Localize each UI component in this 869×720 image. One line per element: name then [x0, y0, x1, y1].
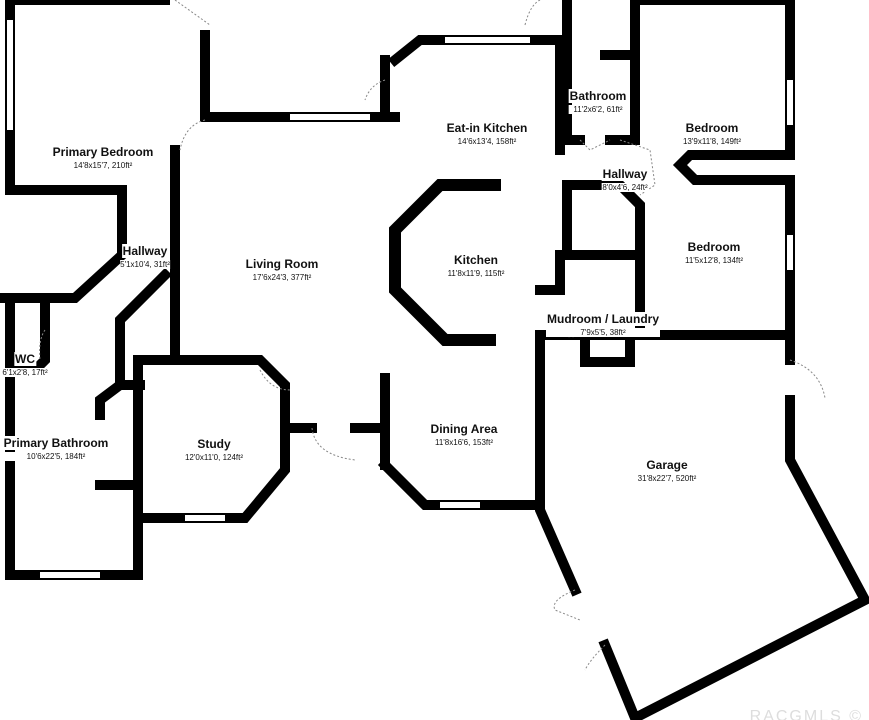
room-name: Hallway — [121, 244, 169, 258]
room-dining-area: Dining Area 11'8x16'6, 153ft² — [429, 420, 499, 447]
room-dims: 13'9x11'8, 149ft² — [682, 137, 742, 146]
room-wc: WC 6'1x2'8, 17ft² — [2, 350, 48, 377]
room-name: WC — [14, 352, 36, 366]
room-name: Primary Bedroom — [51, 145, 155, 159]
room-name: Primary Bathroom — [2, 436, 110, 450]
room-dims: 14'6x13'4, 158ft² — [445, 137, 529, 146]
watermark: RACGMLS © — [749, 708, 863, 720]
room-name: Bedroom — [686, 240, 742, 254]
room-eat-in-kitchen: Eat-in Kitchen 14'6x13'4, 158ft² — [445, 119, 529, 146]
room-dims: 11'2x6'2, 61ft² — [568, 105, 628, 114]
room-name: Dining Area — [429, 422, 499, 436]
room-name: Eat-in Kitchen — [445, 121, 529, 135]
room-primary-bathroom: Primary Bathroom 10'6x22'5, 184ft² — [2, 434, 110, 461]
room-mudroom-laundry: Mudroom / Laundry 7'9x5'5, 38ft² — [546, 310, 660, 337]
room-dims: 8'0x4'6, 24ft² — [601, 183, 649, 192]
room-primary-bedroom: Primary Bedroom 14'8x15'7, 210ft² — [51, 143, 155, 170]
room-name: Bedroom — [684, 121, 740, 135]
room-name: Mudroom / Laundry — [546, 312, 660, 326]
room-dims: 6'1x2'8, 17ft² — [2, 368, 48, 377]
room-dims: 11'8x16'6, 153ft² — [429, 438, 499, 447]
room-name: Study — [196, 437, 232, 451]
room-garage: Garage 31'8x22'7, 520ft² — [637, 456, 697, 483]
room-name: Hallway — [601, 167, 649, 181]
room-dims: 14'8x15'7, 210ft² — [51, 161, 155, 170]
room-name: Kitchen — [452, 253, 499, 267]
room-hallway-west: Hallway 5'1x10'4, 31ft² — [120, 242, 170, 269]
room-dims: 17'6x24'3, 377ft² — [244, 273, 320, 282]
room-name: Bathroom — [568, 89, 628, 103]
room-bedroom-north: Bedroom 13'9x11'8, 149ft² — [682, 119, 742, 146]
room-dims: 11'8x11'9, 115ft² — [447, 269, 505, 278]
room-bedroom-east: Bedroom 11'5x12'8, 134ft² — [684, 238, 744, 265]
room-name: Garage — [645, 458, 689, 472]
room-living-room: Living Room 17'6x24'3, 377ft² — [244, 255, 320, 282]
room-dims: 12'0x11'0, 124ft² — [184, 453, 244, 462]
room-dims: 10'6x22'5, 184ft² — [2, 452, 110, 461]
room-kitchen: Kitchen 11'8x11'9, 115ft² — [447, 251, 505, 278]
room-dims: 31'8x22'7, 520ft² — [637, 474, 697, 483]
room-dims: 5'1x10'4, 31ft² — [120, 260, 170, 269]
room-dims: 7'9x5'5, 38ft² — [546, 328, 660, 337]
room-dims: 11'5x12'8, 134ft² — [684, 256, 744, 265]
room-bathroom: Bathroom 11'2x6'2, 61ft² — [568, 87, 628, 114]
room-name: Living Room — [244, 257, 320, 271]
room-study: Study 12'0x11'0, 124ft² — [184, 435, 244, 462]
room-hallway-east: Hallway 8'0x4'6, 24ft² — [601, 165, 649, 192]
